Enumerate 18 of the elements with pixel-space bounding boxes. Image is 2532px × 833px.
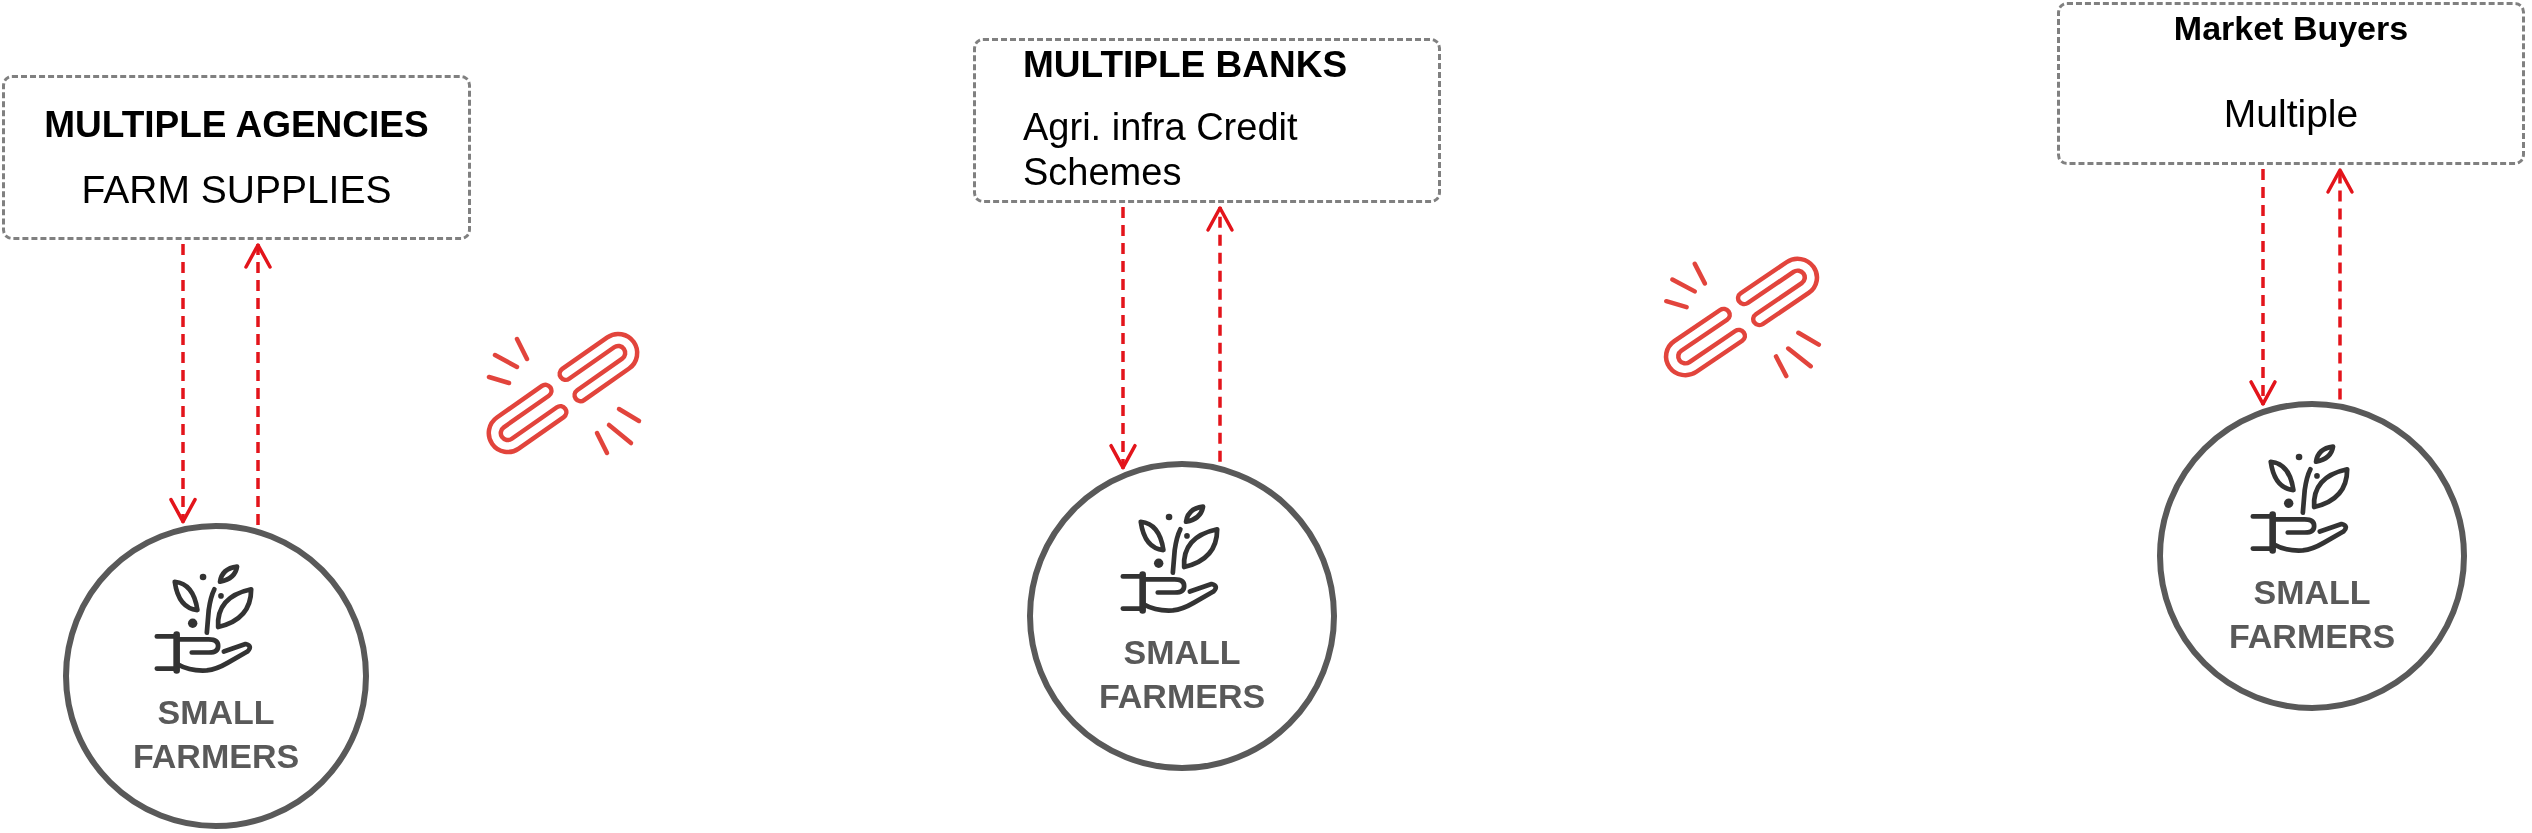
- dashed-arrow: [169, 244, 197, 524]
- box-text: FARM SUPPLIES: [81, 166, 392, 212]
- dashed-arrow: [2326, 168, 2354, 400]
- box-text: Multiple: [2223, 91, 2359, 137]
- circle-label: SMALL FARMERS: [1097, 632, 1267, 717]
- dashed-arrow: [1206, 206, 1234, 462]
- stakeholder-box: [2, 75, 471, 240]
- circle-label: SMALL FARMERS: [2227, 572, 2397, 657]
- box-title: MULTIPLE BANKS: [1023, 44, 1348, 87]
- stakeholder-box: [973, 38, 1441, 203]
- box-title: Market Buyers: [2173, 9, 2409, 49]
- stakeholder-box: [2057, 2, 2525, 165]
- box-text: Agri. infra Credit Schemes: [1023, 104, 1299, 195]
- circle-label: SMALL FARMERS: [131, 692, 301, 777]
- dashed-arrow: [244, 243, 272, 525]
- dashed-arrow: [2249, 169, 2277, 406]
- dashed-arrow: [1109, 207, 1137, 470]
- box-title: MULTIPLE AGENCIES: [44, 104, 429, 147]
